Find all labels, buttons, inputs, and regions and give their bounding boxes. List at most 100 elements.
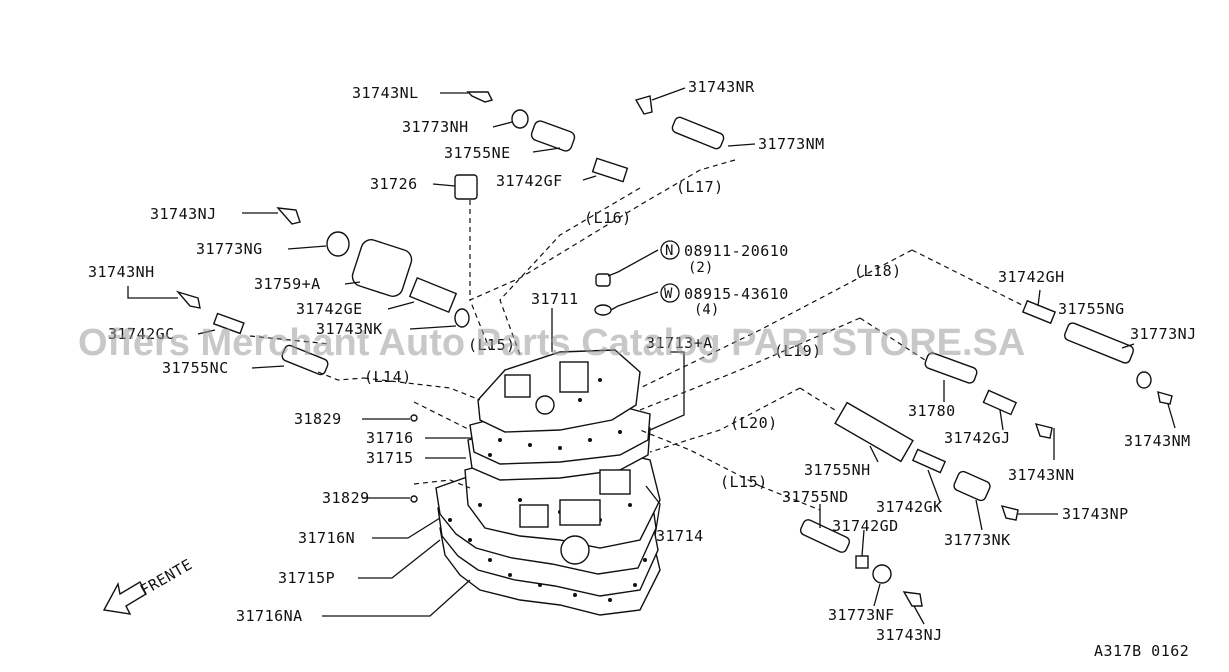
part-label: 31716 (366, 429, 414, 447)
watermark-text: Offers Merchant Auto Parts Catalog PARTS… (78, 322, 1025, 364)
retainer-31743NH (175, 290, 201, 309)
spring-31742GC (212, 312, 245, 335)
nut-08911 (595, 273, 611, 287)
part-label: 31773NM (758, 135, 825, 153)
valve-31755NG (1063, 322, 1135, 364)
arrow-left-icon (102, 581, 147, 615)
part-label: 31755NE (444, 144, 511, 162)
retainer-31743NR (634, 95, 653, 115)
retainer-31743NN (1034, 423, 1053, 439)
line-ref-l19: (L19) (774, 342, 822, 360)
part-label: 31714 (656, 527, 704, 545)
part-label: 31715 (366, 449, 414, 467)
hardware-symbol-w: W (664, 286, 673, 302)
part-label: 31743NJ (876, 626, 943, 644)
valve-31755ND (799, 519, 851, 553)
part-label: 31742GC (108, 325, 175, 343)
part-label: 31773NH (402, 118, 469, 136)
spring-31742GF (591, 157, 629, 183)
line-ref-l15-left: (L15) (468, 336, 516, 354)
part-label: 31742GF (496, 172, 563, 190)
valve-body-assembly (435, 349, 661, 616)
ball-31829-lower (410, 495, 418, 503)
spring-31742GE (408, 276, 458, 314)
part-label: 31742GH (998, 268, 1065, 286)
part-label: 31829 (294, 410, 342, 428)
part-label: 31773NF (828, 606, 895, 624)
hardware-callouts: N 08911-20610 (2) W 08915-43610 (4) (660, 240, 789, 318)
part-label: 31755ND (782, 488, 849, 506)
line-ref-l16: (L16) (584, 209, 632, 227)
part-label: 31743NM (1124, 432, 1191, 450)
part-label: 31742GK (876, 498, 943, 516)
part-label: 31759+A (254, 275, 321, 293)
retainer-31743NJ (276, 207, 301, 225)
hardware-qty-2: (2) (688, 260, 713, 276)
block-31726 (454, 174, 478, 200)
part-labels: 31743NL 31773NH 31755NE 31726 31742GF 31… (88, 78, 1197, 644)
frente-label: FRENTE (137, 555, 196, 599)
routing-lines (249, 159, 1025, 511)
upper-body-31711 (477, 349, 641, 433)
valve-31755NC (281, 344, 329, 376)
line-ref-l20: (L20) (730, 414, 778, 432)
spring-31742GK (911, 448, 947, 474)
retainer-31743NL (466, 91, 494, 103)
ball-31829-upper (410, 414, 418, 422)
hardware-part-08911: 08911-20610 (684, 242, 789, 260)
retainer-31743NM (1157, 391, 1173, 405)
part-label: 31726 (370, 175, 418, 193)
part-label: 31829 (322, 489, 370, 507)
plug-31773NF (872, 564, 892, 584)
line-ref-l18: (L18) (854, 262, 902, 280)
spring-31742GJ (982, 389, 1018, 416)
body-cutout (599, 469, 631, 495)
part-label: 31711 (531, 290, 579, 308)
plug-31773NH (511, 109, 529, 129)
body-cutout (559, 499, 601, 526)
part-label: 31743NL (352, 84, 419, 102)
valve-31780 (924, 352, 978, 384)
body-port (560, 535, 590, 565)
plug-31743NK (454, 308, 470, 328)
line-references: (L14) (L15) (L15) (L16) (L17) (L18) (L19… (364, 178, 902, 491)
part-label: 31743NJ (150, 205, 217, 223)
drawing-code: A317B 0162 (1094, 642, 1189, 660)
part-label: 31755NC (162, 359, 229, 377)
part-label: 31773NG (196, 240, 263, 258)
plug-31773NG (326, 231, 350, 257)
line-ref-l17: (L17) (676, 178, 724, 196)
part-label: 31716N (298, 529, 355, 547)
valve-31755NE (530, 120, 576, 152)
leader-lines (127, 87, 1176, 625)
washer-08915 (594, 304, 612, 316)
part-label: 31743NP (1062, 505, 1129, 523)
line-ref-l14: (L14) (364, 368, 412, 386)
part-label: 31743NR (688, 78, 755, 96)
part-label: 31742GD (832, 517, 899, 535)
spring-31742GH (1021, 299, 1057, 325)
valve-31773NM (671, 116, 725, 150)
part-label: 31773NK (944, 531, 1011, 549)
part-label: 31755NG (1058, 300, 1125, 318)
plug-31773NJ (1136, 371, 1152, 389)
part-label: 31755NH (804, 461, 871, 479)
part-label: 31715P (278, 569, 335, 587)
part-label: 31742GE (296, 300, 363, 318)
retainer-31743NP (1000, 505, 1019, 521)
part-label: 31780 (908, 402, 956, 420)
frente-direction-marker: FRENTE (102, 555, 196, 615)
part-label: 31773NJ (1130, 325, 1197, 343)
body-cutout (519, 504, 549, 528)
hardware-part-08915: 08915-43610 (684, 285, 789, 303)
hardware-symbol-n: N (665, 243, 673, 259)
part-label: 31743NH (88, 263, 155, 281)
body-port (535, 395, 555, 415)
part-label: 31742GJ (944, 429, 1011, 447)
body-boss (504, 374, 531, 398)
spring-31742GD (855, 555, 869, 569)
part-label: 31743NN (1008, 466, 1075, 484)
part-label: 31743NK (316, 320, 383, 338)
